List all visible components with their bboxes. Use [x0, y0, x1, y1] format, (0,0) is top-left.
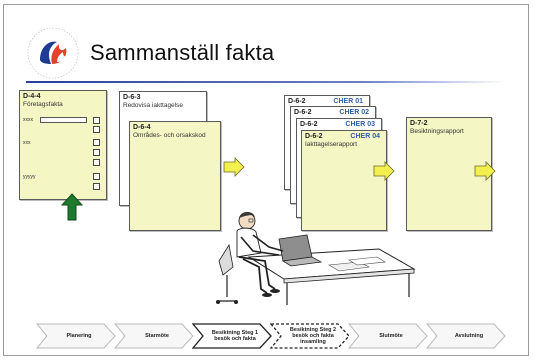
process-step-planering: Planering — [36, 323, 116, 349]
slide: Sammanställ fakta D-4-4 Företagsfakta xx… — [3, 4, 529, 356]
process-step-besiktning-1: Besiktning Steg 1 besök och fakta — [192, 323, 272, 349]
field-label: xxx — [23, 140, 31, 146]
process-step-label: Starmöte — [145, 333, 169, 339]
document-subtitle: Besiktningsrapport — [410, 128, 464, 135]
process-step-label: Avslutning — [454, 333, 484, 339]
form-checkbox — [93, 139, 100, 146]
document-code: D-6-2 — [300, 121, 318, 128]
document-code: D-4-4 — [23, 93, 41, 100]
process-step-label: Slutmöte — [379, 333, 403, 339]
right-arrow-icon — [223, 157, 245, 177]
process-step-label: Besiktning Steg 1 besök och fakta — [211, 330, 259, 342]
document-subtitle: Iakttagelserapport — [305, 141, 358, 148]
cher-label: CHER 01 — [333, 98, 363, 105]
document-code: D-6-2 — [305, 133, 323, 140]
document-code: D-6-4 — [133, 124, 151, 131]
cher-label: CHER 04 — [350, 133, 380, 140]
right-arrow-icon — [373, 161, 395, 181]
cher-label: CHER 03 — [345, 121, 375, 128]
organization-logo-icon — [27, 27, 79, 79]
process-step-label: Planering — [66, 333, 92, 339]
form-checkbox — [93, 149, 100, 156]
form-checkbox — [93, 183, 100, 190]
person-at-desk-illustration — [216, 211, 416, 305]
form-checkbox — [93, 126, 100, 133]
process-step-besiktning-2: Besiktning Steg 2 besök och fakta insaml… — [270, 323, 350, 349]
document-d44: D-4-4 Företagsfakta xxxx xxx yyyyy — [19, 90, 107, 200]
field-label: xxxx — [23, 117, 33, 123]
document-code: D-7-2 — [410, 120, 428, 127]
form-field — [40, 117, 87, 123]
form-checkbox — [93, 173, 100, 180]
process-step-avslutning: Avslutning — [426, 323, 506, 349]
document-subtitle: Företagsfakta — [23, 101, 63, 108]
slide-title: Sammanställ fakta — [90, 40, 275, 65]
document-subtitle: Områdes- och orsakskod — [133, 132, 206, 139]
document-code: D-6-2 — [294, 109, 312, 116]
document-d64: D-6-4 Områdes- och orsakskod — [129, 121, 221, 231]
process-step-starmote: Starmöte — [114, 323, 194, 349]
document-subtitle: Redovisa iakttagelse — [123, 102, 183, 109]
process-flow: Planering Starmöte Besiktning Steg 1 bes… — [36, 323, 511, 351]
up-arrow-icon — [61, 193, 83, 221]
form-checkbox — [93, 159, 100, 166]
title-rule — [26, 81, 506, 83]
document-code: D-6-2 — [288, 98, 306, 105]
document-code: D-6-3 — [123, 94, 141, 101]
field-label: yyyyy — [23, 174, 36, 180]
process-step-label: Besiktning Steg 2 besök och fakta insaml… — [289, 327, 337, 345]
cher-label: CHER 02 — [339, 109, 369, 116]
right-arrow-icon — [474, 161, 496, 181]
form-checkbox — [93, 117, 100, 124]
document-d62-cher04: D-6-2 CHER 04 Iakttagelserapport — [301, 130, 387, 231]
process-step-slutmote: Slutmöte — [348, 323, 428, 349]
